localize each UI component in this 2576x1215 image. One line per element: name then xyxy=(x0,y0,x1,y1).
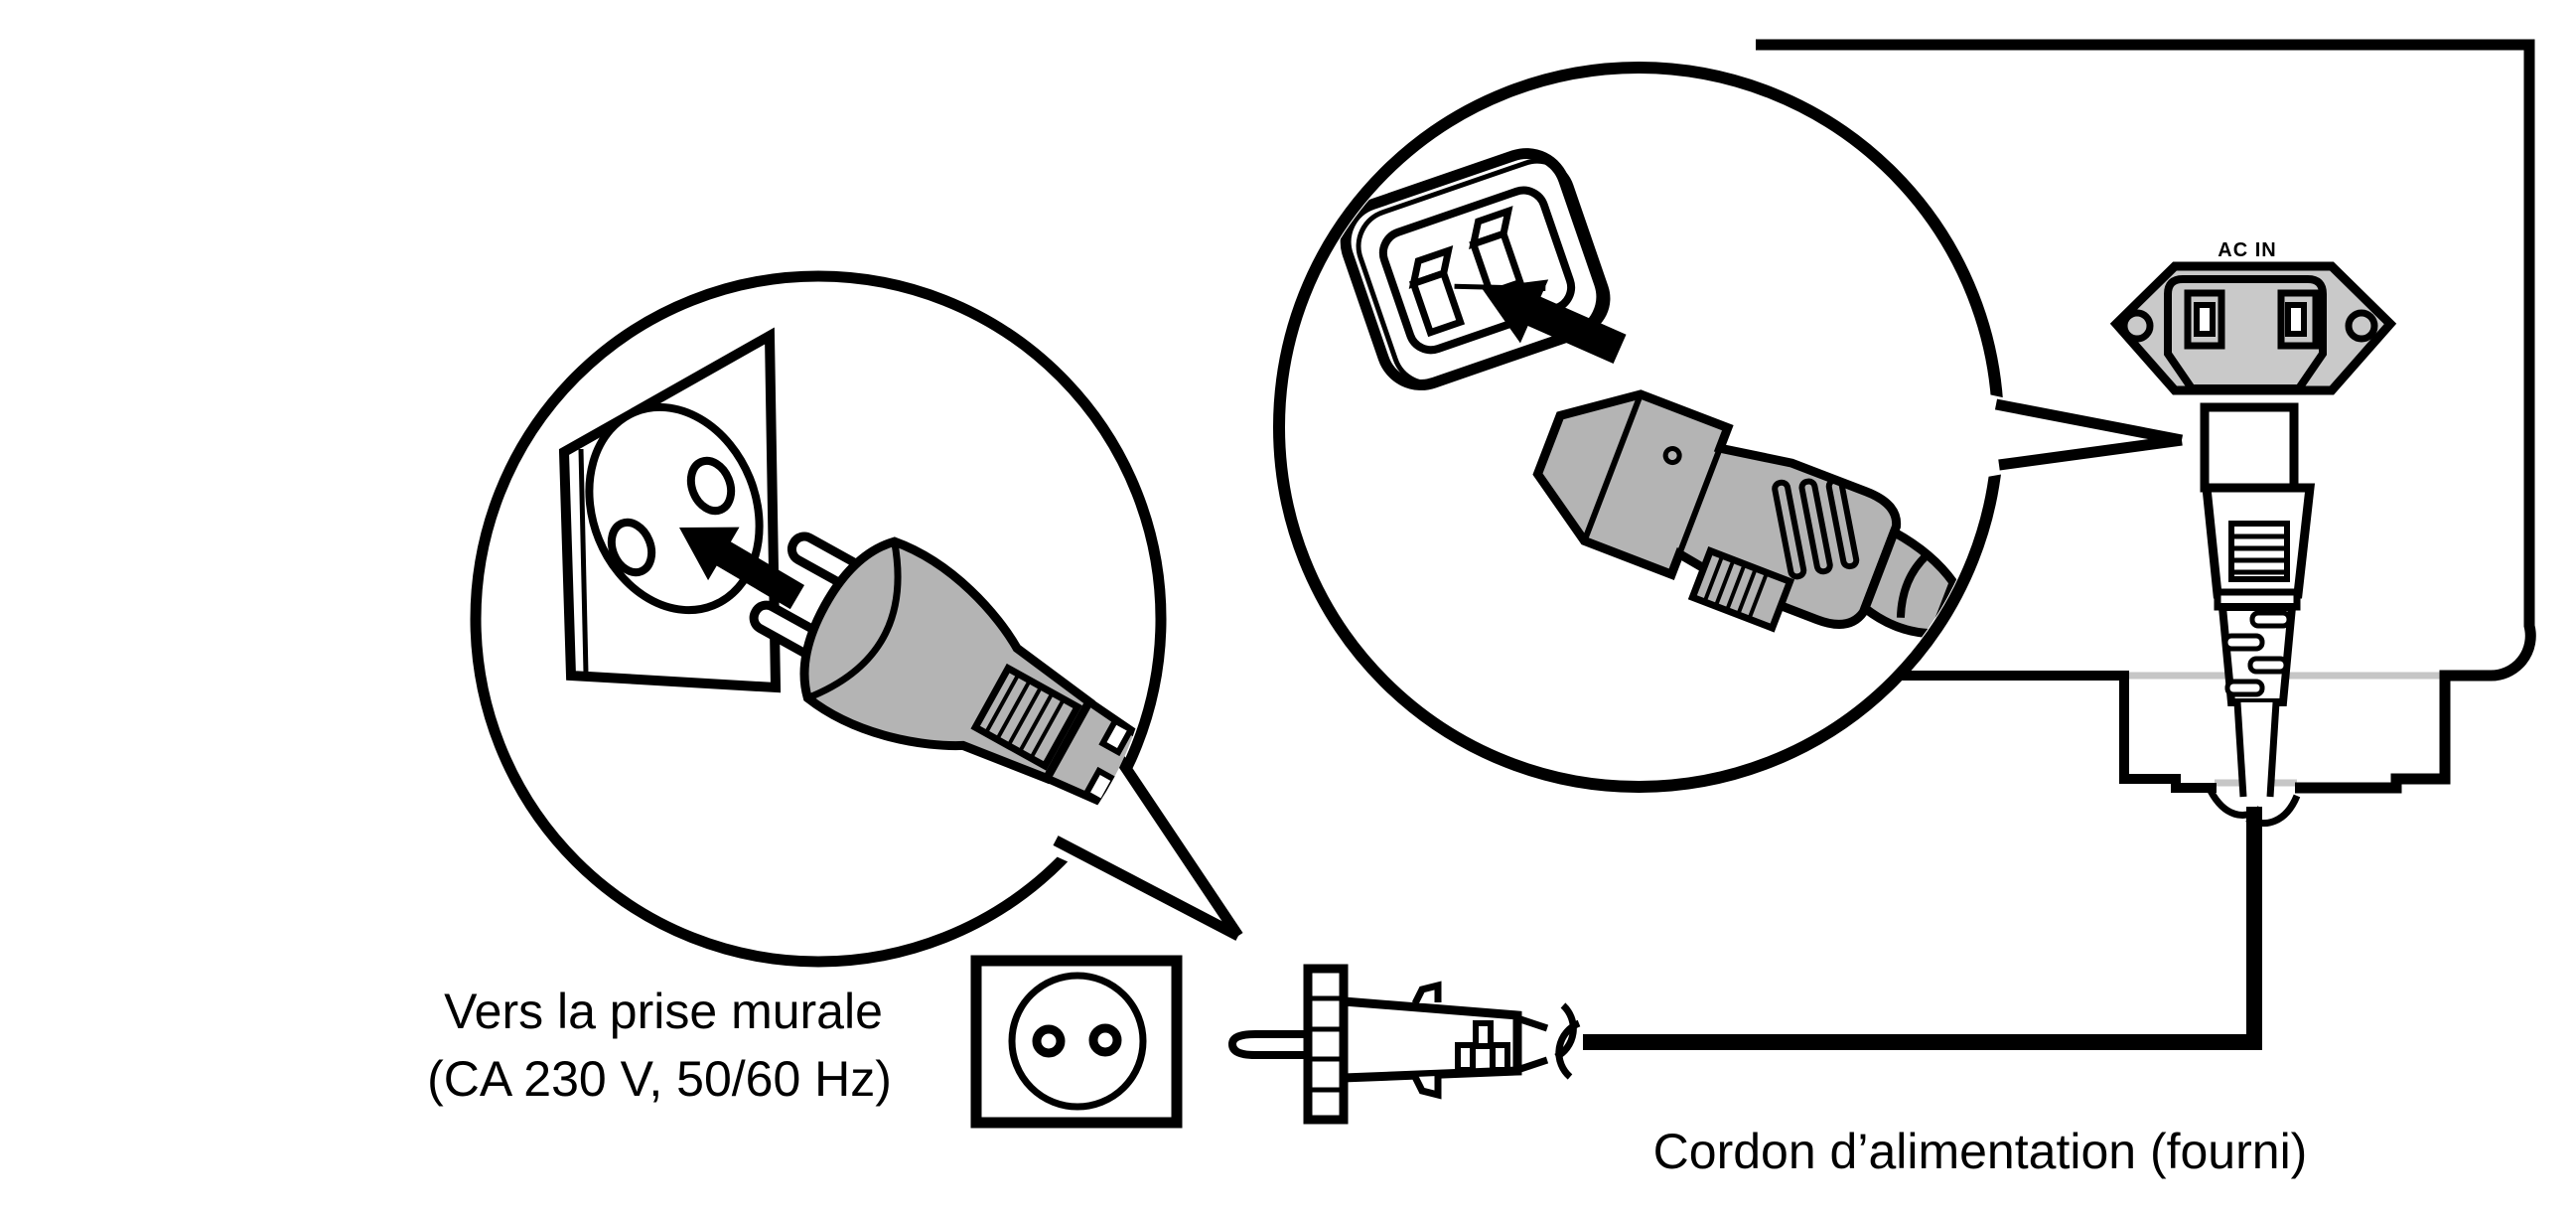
insert-arrow-right xyxy=(1482,279,1627,364)
iec-connector-rib-slots xyxy=(1772,477,1860,580)
outlet-hole-left xyxy=(1032,1024,1066,1058)
iec-connector-nose-edge xyxy=(1581,392,1644,542)
ac-inlet: AC IN xyxy=(2109,239,2397,395)
inlet-slot-left xyxy=(2184,289,2225,350)
panel-outline-left-foot xyxy=(1899,671,2217,793)
wall-socket-caption-line2: (CA 230 V, 50/60 Hz) xyxy=(427,1051,892,1107)
power-cord-plug xyxy=(2200,402,2316,827)
arrow-right-icon xyxy=(1482,279,1627,364)
magnifier-tail-line2-left xyxy=(1053,835,1241,941)
magnifier-left-content xyxy=(558,327,1154,819)
inlet-pin-left xyxy=(2194,302,2216,337)
screw-hole-right xyxy=(2345,309,2378,343)
iec-prongs xyxy=(1408,206,1546,338)
side-plug-clamp-slots xyxy=(1455,1020,1510,1073)
side-plug-tab-bottom xyxy=(1411,1075,1442,1100)
power-cord-line xyxy=(1583,807,2262,1050)
insert-arrow-left xyxy=(679,527,805,610)
screw-hole-left xyxy=(2120,309,2154,343)
side-plug-pin xyxy=(1227,1030,1325,1059)
power-cord xyxy=(1583,807,2262,1050)
iec-connector-shell-joint xyxy=(1676,447,1723,555)
socket-hole-lower xyxy=(607,518,656,577)
side-plug-plate-lines xyxy=(1310,995,1342,1093)
wall-outlet-symbol xyxy=(970,955,1183,1129)
cord-edge-right xyxy=(2266,701,2280,798)
side-plug-face-plate xyxy=(1303,964,1349,1125)
plug-clamp-slot-top xyxy=(1098,716,1135,757)
power-cord-caption: Cordon d’alimentation (fourni) xyxy=(1653,1124,2308,1179)
iec-inlet-bevel xyxy=(1356,158,1611,386)
prong-left xyxy=(1408,268,1466,338)
side-plug-neck-top xyxy=(1515,1014,1549,1032)
plug-grip-panel-ribs xyxy=(983,673,1066,760)
socket-hole-upper xyxy=(686,456,736,516)
iec-connector-cable-ring xyxy=(1896,552,1930,618)
iec-connector-hole xyxy=(1662,446,1682,466)
captions: Vers la prise murale (CA 230 V, 50/60 Hz… xyxy=(427,984,2307,1179)
magnifier-tail-line1-left xyxy=(1110,748,1243,940)
side-plug-tab-top xyxy=(1411,981,1442,1005)
plug-grip-ribs xyxy=(2234,533,2284,575)
wall-socket-caption-line1: Vers la prise murale xyxy=(444,984,883,1039)
arrow-left-icon xyxy=(679,527,805,610)
plug-cap-edge xyxy=(806,540,902,701)
mains-plug-schuko xyxy=(749,532,1154,819)
ac-in-label: AC IN xyxy=(2218,239,2276,261)
cord-break-curve-right xyxy=(2245,794,2301,827)
wall-plate-edge xyxy=(578,448,589,675)
side-cord-break-right xyxy=(1555,1019,1581,1080)
outlet-hole-right xyxy=(1088,1023,1122,1057)
plug-strain-relief xyxy=(2218,603,2297,706)
magnifier-tail-line2-right xyxy=(1998,434,2183,471)
mains-plug-side-view xyxy=(1227,964,1581,1125)
cord-white-fill xyxy=(2237,702,2276,797)
iec-connector-latch-ribs xyxy=(1703,556,1769,618)
strain-relief-slots xyxy=(2222,610,2292,697)
magnifier-wall-socket xyxy=(470,270,1249,968)
magnifier-tail-line1-right xyxy=(1994,398,2184,446)
inlet-pin-right xyxy=(2285,302,2307,337)
plug-blade-housing xyxy=(2200,402,2299,493)
magnifier-iec-connector xyxy=(1273,62,2197,793)
outlet-recess xyxy=(1008,972,1147,1111)
iec-connector xyxy=(1532,389,1959,639)
magnifier-right-content xyxy=(1340,148,1959,639)
cord-break-curve-left xyxy=(2207,789,2263,819)
panel-outline-right xyxy=(1756,39,2536,794)
side-plug-neck-bottom xyxy=(1515,1056,1549,1074)
inlet-slot-right xyxy=(2277,289,2320,350)
cord-edge-left xyxy=(2233,701,2247,798)
